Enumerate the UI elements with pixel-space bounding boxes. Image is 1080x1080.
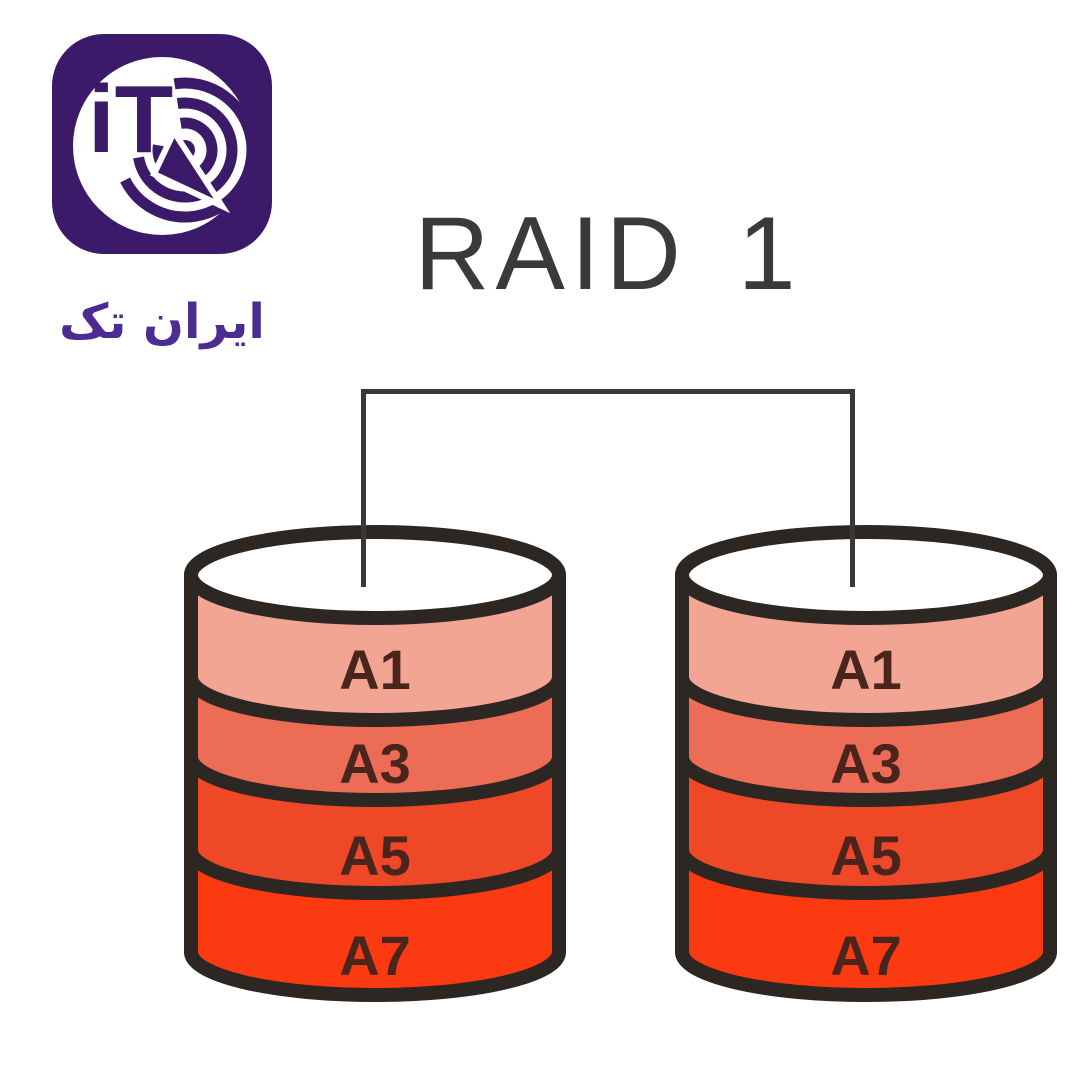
disk2-segment-label: A7	[830, 924, 902, 987]
cursor-arrow-icon	[149, 125, 231, 214]
disk1-band-a1	[191, 575, 559, 720]
disk1-segment-label: A3	[339, 732, 411, 795]
disk-cylinder-1: A1 A3 A5 A7	[178, 525, 572, 1017]
connector-leg-disk1	[361, 389, 366, 587]
disk2-separator-1	[675, 670, 1057, 727]
disk2-separator-2	[675, 750, 1057, 807]
disk2-band-a7	[682, 850, 1050, 995]
disk2-bottom-edge	[675, 945, 1057, 1002]
disk1-separator-1	[184, 670, 566, 727]
disk2-band-a5	[682, 757, 1050, 893]
disk2-segment-label: A5	[830, 824, 902, 887]
it-logo-mark: iT	[52, 34, 272, 254]
disk1-segment-label: A5	[339, 824, 411, 887]
disk2-segment-label: A3	[830, 732, 902, 795]
disk1-bottom-edge	[184, 945, 566, 1002]
disk1-band-a5	[191, 757, 559, 893]
disk1-separator-2	[184, 750, 566, 807]
radar-rings-icon	[112, 77, 258, 223]
page-title: RAID 1	[414, 196, 802, 312]
disk2-band-a1	[682, 575, 1050, 720]
disk1-separator-3	[184, 843, 566, 900]
logo-monogram-text: iT	[88, 66, 173, 173]
connector-leg-disk2	[850, 389, 855, 587]
disk2-separator-3	[675, 843, 1057, 900]
disk1-segment-label: A7	[339, 924, 411, 987]
mirror-connector-line	[361, 389, 855, 587]
brand-logo: iT	[52, 34, 272, 258]
disk1-band-a7	[191, 850, 559, 995]
disk2-segment-label: A1	[830, 638, 902, 701]
disk1-segment-label: A1	[339, 638, 411, 701]
disk-cylinder-2: A1 A3 A5 A7	[669, 525, 1063, 1017]
disk2-band-a3	[682, 677, 1050, 800]
disk1-band-a3	[191, 677, 559, 800]
brand-name-farsi: ایران تک	[59, 294, 265, 350]
